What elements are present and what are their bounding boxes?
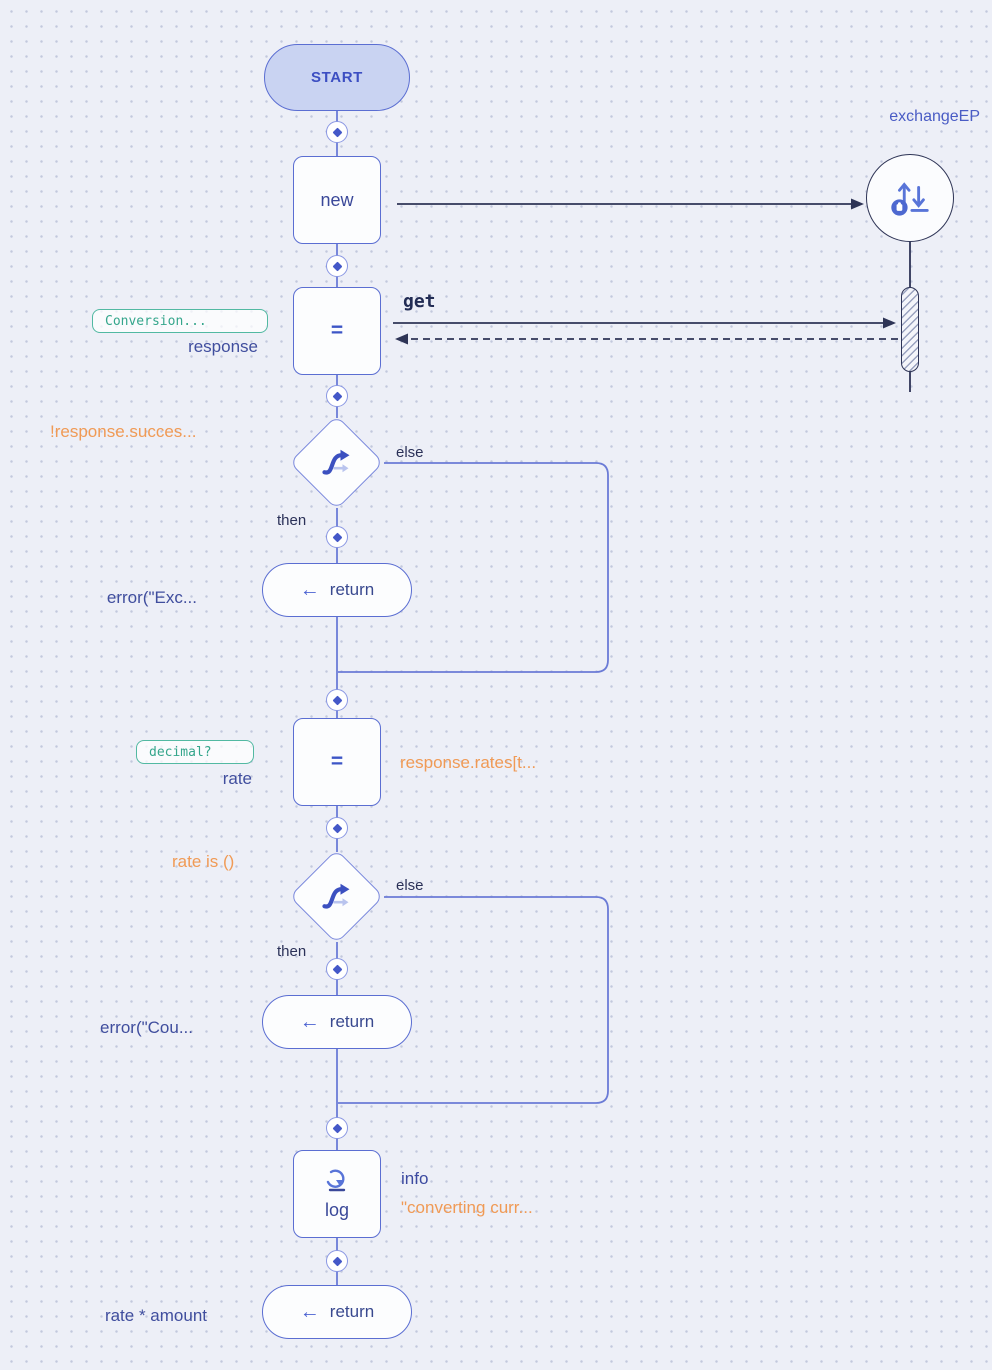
return1-label: return [329,580,375,599]
diamond-dot-icon [332,823,342,833]
return3-expression-label: rate * amount [104,1306,207,1325]
branch-icon [315,875,359,919]
add-node-button[interactable] [326,958,348,980]
type-badge-conversion: Conversion... [92,309,268,333]
return2-expression-label: error("Cou... [100,1018,193,1037]
return3-label: return [329,1302,375,1321]
assign-node-response[interactable]: = [293,287,381,375]
add-node-button[interactable] [326,1250,348,1272]
if1-condition-label: !response.succes... [50,422,197,441]
start-label: START [311,69,363,86]
add-node-button[interactable] [326,121,348,143]
if2-condition-label: rate is () [172,852,235,871]
variable-name-response: response [188,337,258,356]
return-arrow-icon: ← [299,1301,320,1323]
diamond-dot-icon [332,127,342,137]
if1-branch-node[interactable] [289,415,384,510]
return-arrow-icon: ← [299,579,320,601]
diamond-dot-icon [332,261,342,271]
new-node-label: new [320,189,354,210]
add-node-button[interactable] [326,526,348,548]
add-node-button[interactable] [326,385,348,407]
endpoint-client-node[interactable] [866,154,954,242]
if1-else-label: else [396,444,424,461]
log-level-label: info [401,1169,429,1188]
add-node-button[interactable] [326,255,348,277]
log-node[interactable]: log [293,1150,381,1238]
diamond-dot-icon [332,391,342,401]
if2-else-label: else [396,877,424,894]
if2-branch-node[interactable] [289,849,384,944]
return-arrow-icon: ← [299,1011,320,1033]
equals-icon: = [330,319,344,342]
diamond-dot-icon [332,695,342,705]
return3-node[interactable]: ← return [262,1285,412,1339]
start-node[interactable]: START [264,44,410,111]
assign-node-rate[interactable]: = [293,718,381,806]
endpoint-method-label: get [403,291,436,312]
if1-then-label: then [277,512,307,529]
equals-icon: = [330,750,344,773]
diamond-dot-icon [332,964,342,974]
return1-expression-label: error("Exc... [106,588,197,607]
add-node-button[interactable] [326,1117,348,1139]
branch-icon [315,441,359,485]
new-client-node[interactable]: new [293,156,381,244]
type-badge-decimal: decimal? [136,740,254,764]
add-node-button[interactable] [326,817,348,839]
return1-node[interactable]: ← return [262,563,412,617]
endpoint-name-label: exchangeEP [889,108,980,125]
return2-label: return [329,1012,375,1031]
log-node-label: log [324,1199,350,1220]
if2-then-label: then [277,943,307,960]
log-message-label: "converting curr... [401,1198,533,1217]
return2-node[interactable]: ← return [262,995,412,1049]
http-client-icon [887,173,933,224]
variable-name-rate: rate [222,769,252,788]
diamond-dot-icon [332,1123,342,1133]
log-icon [322,1168,352,1199]
diamond-dot-icon [332,532,342,542]
endpoint-activation-bar[interactable] [901,287,919,372]
add-node-button[interactable] [326,689,348,711]
diamond-dot-icon [332,1256,342,1266]
assign2-value-label: response.rates[t... [400,753,537,772]
